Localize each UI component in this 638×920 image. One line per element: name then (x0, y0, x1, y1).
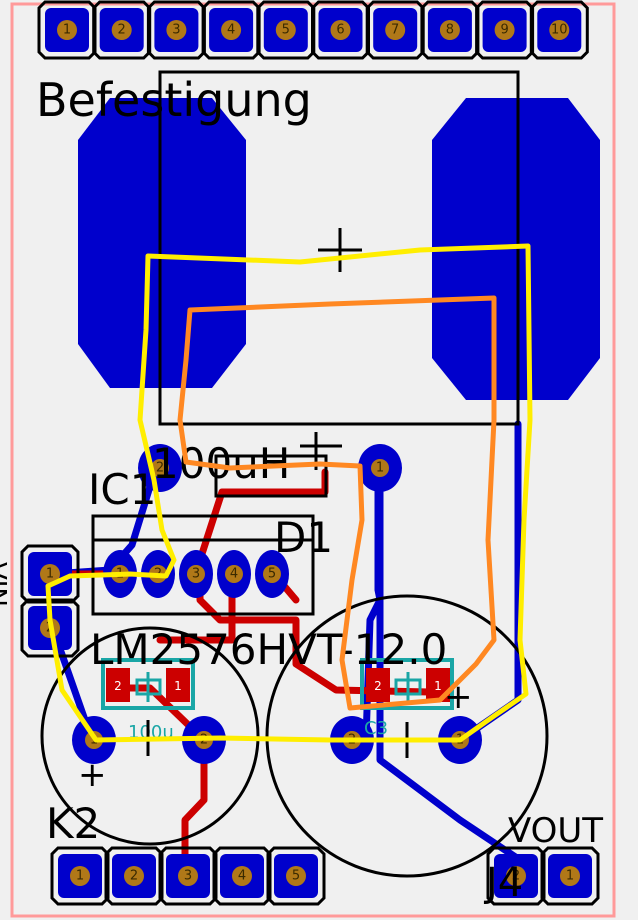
highlight-yellow-loop (45, 243, 533, 743)
label-vout: VOUT (508, 811, 603, 851)
label-vin: VIN (0, 562, 11, 607)
headers.inductor-pad: 1 (358, 444, 402, 492)
headers.top-pad: 7 (365, 0, 425, 60)
highlight-orange-loop (177, 295, 497, 711)
headers.top-pad-label: 8 (446, 23, 454, 38)
ic-outline (91, 514, 315, 616)
smd-right-pad-2: 2 (374, 679, 382, 693)
headers.bottom-pad: 3 (158, 846, 218, 906)
headers.ic-pad: 5 (255, 550, 289, 598)
mounting-pad-right (432, 98, 600, 400)
headers.top-pad-label: 1 (63, 23, 71, 38)
headers.top-pad: 4 (201, 0, 261, 60)
board-outline (10, 2, 616, 918)
headers.vout-pad: 1 (540, 846, 600, 906)
headers.bottom-pad: 4 (212, 846, 272, 906)
headers.bottom-pad: 1 (50, 846, 110, 906)
label-ic-part: LM2576HVT-12.0 (90, 625, 447, 674)
smd-left: 2 1 (101, 658, 195, 710)
headers.vin-pad-label: 1 (46, 567, 54, 582)
headers.bottom-pad: 5 (266, 846, 326, 906)
headers.top-pad-label: 2 (118, 23, 126, 38)
headers.inductor-pad-label: 1 (376, 461, 384, 476)
headers.ic-pad-label: 5 (268, 567, 276, 582)
headers.top-pad-label: 6 (336, 23, 344, 38)
label-inductor-value: 100uH (152, 439, 290, 488)
headers.top-pad: 8 (420, 0, 480, 60)
inductor-small-outline (214, 454, 328, 498)
headers.vout-pad: 2 (486, 846, 546, 906)
headers.vout-pad-label: 1 (566, 869, 574, 884)
label-d1: D1 (274, 513, 333, 562)
headers.top-pad: 3 (146, 0, 206, 60)
headers.top-pad-label: 4 (227, 23, 235, 38)
capacitor-k2-outline (40, 626, 260, 846)
capacitor-c3-outline (265, 594, 549, 878)
smd-right: 2 1 (360, 658, 454, 710)
mounting-pad-left (78, 98, 246, 388)
headers.ic-pad-label: 4 (230, 567, 238, 582)
headers.ic-pad: 3 (179, 550, 213, 598)
headers.top-pad-label: 5 (282, 23, 290, 38)
headers.bottom-pad: 2 (104, 846, 164, 906)
label-plus-k2: + (78, 755, 107, 795)
headers.bottom-pad-label: 5 (292, 869, 300, 884)
smd-left-pad-1: 1 (174, 679, 182, 693)
headers.bottom-pad-label: 1 (76, 869, 84, 884)
headers.bottom-pad-label: 2 (130, 869, 138, 884)
headers.bottom-pad-label: 3 (184, 869, 192, 884)
smd-left-pad-2: 2 (114, 679, 122, 693)
label-j4: J4 (483, 860, 523, 906)
headers.top-pad: 2 (92, 0, 152, 60)
headers.ic-pad: 4 (217, 550, 251, 598)
headers.inductor-pad-label: 2 (156, 461, 164, 476)
headers.top-pad: 9 (475, 0, 535, 60)
headers.ic-pad-label: 3 (192, 567, 200, 582)
headers.top-pad-label: 10 (551, 23, 568, 38)
headers.top-pad-label: 9 (500, 23, 508, 38)
label-befestigung: Befestigung (36, 73, 312, 127)
headers.vout-pad-label: 2 (512, 869, 520, 884)
headers.top-pad: 10 (529, 0, 589, 60)
headers.bottom-pad-label: 4 (238, 869, 246, 884)
headers.top-pad-label: 7 (391, 23, 399, 38)
label-k2: K2 (46, 799, 100, 848)
plus-mount (318, 228, 362, 272)
headers.top-pad: 6 (311, 0, 370, 60)
headers.top-pad-label: 3 (172, 23, 180, 38)
label-c3: C3 (364, 718, 388, 739)
headers.top-pad: 5 (256, 0, 316, 60)
headers.top-pad: 1 (37, 0, 97, 60)
label-ic1: IC1 (88, 465, 156, 514)
smd-right-pad-1: 1 (434, 679, 442, 693)
